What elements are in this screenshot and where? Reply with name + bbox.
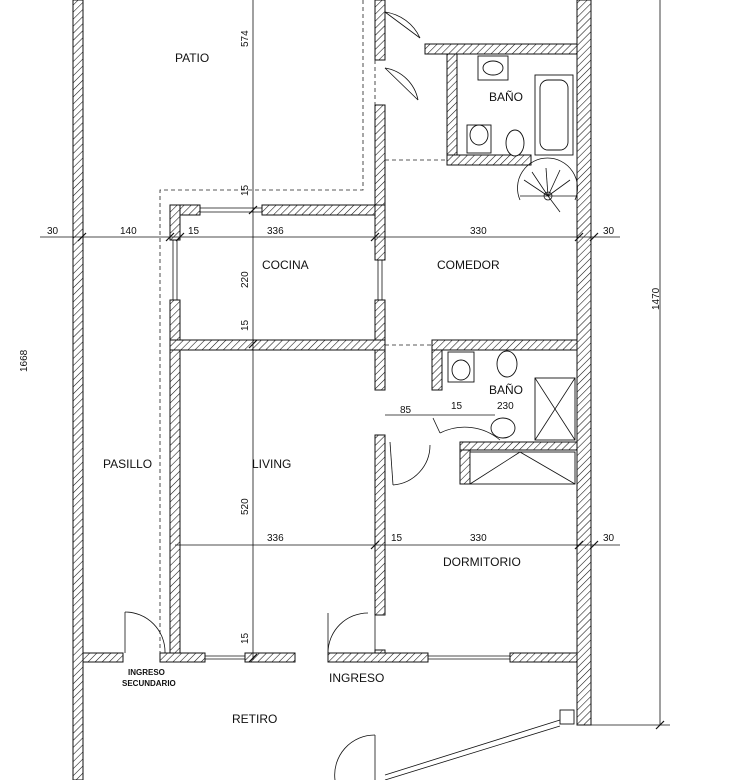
wall-kitchen-left xyxy=(169,204,181,241)
dim-1668: 1668 xyxy=(19,349,30,372)
wall-left-outer xyxy=(72,0,84,780)
wall-kitchen-living xyxy=(169,339,386,351)
dim-574: 574 xyxy=(240,30,251,47)
wall-bath-mid-inner xyxy=(459,449,471,485)
label-patio: PATIO xyxy=(175,51,209,65)
wall-living-right xyxy=(374,349,386,391)
room-labels: PATIO BAÑO COCINA COMEDOR BAÑO PASILLO L… xyxy=(103,51,523,726)
sink-mid xyxy=(490,417,516,439)
spiral-stair xyxy=(517,157,578,213)
wall-front-1 xyxy=(82,652,124,663)
dim-15-cocina: 15 xyxy=(188,226,200,237)
dim-15-bath: 15 xyxy=(451,401,463,412)
wall-patio-right xyxy=(374,0,386,61)
dim-330-bottom: 330 xyxy=(470,533,487,544)
dim-30-right-top: 30 xyxy=(603,226,615,237)
label-cocina: COCINA xyxy=(262,258,309,272)
wall-living-right-2 xyxy=(374,434,386,616)
label-bano-mid: BAÑO xyxy=(489,383,523,397)
wall-bath-top-south xyxy=(446,154,532,166)
dim-30-left: 30 xyxy=(47,226,59,237)
wall-front-3 xyxy=(244,652,296,663)
dim-230: 230 xyxy=(497,401,514,412)
dimension-lines xyxy=(40,0,670,730)
dimension-labels: 574 15 30 140 15 336 330 30 220 15 1470 … xyxy=(19,30,662,644)
label-dormitorio: DORMITORIO xyxy=(443,555,521,569)
label-pasillo: PASILLO xyxy=(103,457,152,471)
wall-front-2 xyxy=(159,652,206,663)
dim-330-top: 330 xyxy=(470,226,487,237)
bidet-mid xyxy=(496,350,518,378)
dim-1470: 1470 xyxy=(651,287,662,310)
wall-bath-top-north xyxy=(424,43,578,55)
wall-kitchen-comedor xyxy=(374,204,386,261)
dim-15-bottom: 15 xyxy=(240,632,251,644)
windows xyxy=(172,207,510,660)
wall-kitchen-left-2 xyxy=(169,299,181,663)
wall-bath-mid-north xyxy=(431,339,578,351)
dim-520: 520 xyxy=(240,498,251,515)
wall-front-4 xyxy=(327,652,429,663)
label-bano-top: BAÑO xyxy=(489,90,523,104)
bidet-top xyxy=(505,129,525,157)
wall-kitchen-top-2 xyxy=(261,204,386,216)
dim-15-mid: 15 xyxy=(240,319,251,331)
label-ingreso: INGRESO xyxy=(329,671,384,685)
dim-85: 85 xyxy=(400,405,412,416)
label-living: LIVING xyxy=(252,457,291,471)
label-comedor: COMEDOR xyxy=(437,258,500,272)
dim-336-top: 336 xyxy=(267,226,284,237)
doors xyxy=(124,11,575,780)
wall-bath-top-west xyxy=(446,53,458,163)
wall-patio-right-2 xyxy=(374,104,386,206)
dim-336-bottom: 336 xyxy=(267,533,284,544)
wall-bath-mid-south xyxy=(459,441,578,451)
dashed-outlines xyxy=(159,0,447,653)
label-ingreso-sec-1: INGRESO xyxy=(128,668,165,677)
label-retiro: RETIRO xyxy=(232,712,277,726)
dim-30-right-bottom: 30 xyxy=(603,533,615,544)
wall-front-5 xyxy=(509,652,578,663)
dim-220: 220 xyxy=(240,271,251,288)
dim-140: 140 xyxy=(120,226,137,237)
dim-15-dorm: 15 xyxy=(391,533,403,544)
wall-bath-mid-west xyxy=(431,349,443,391)
label-ingreso-sec-2: SECUNDARIO xyxy=(122,679,176,688)
wall-right-outer xyxy=(576,0,592,726)
fixtures xyxy=(447,55,578,485)
dim-15-top: 15 xyxy=(240,184,251,196)
